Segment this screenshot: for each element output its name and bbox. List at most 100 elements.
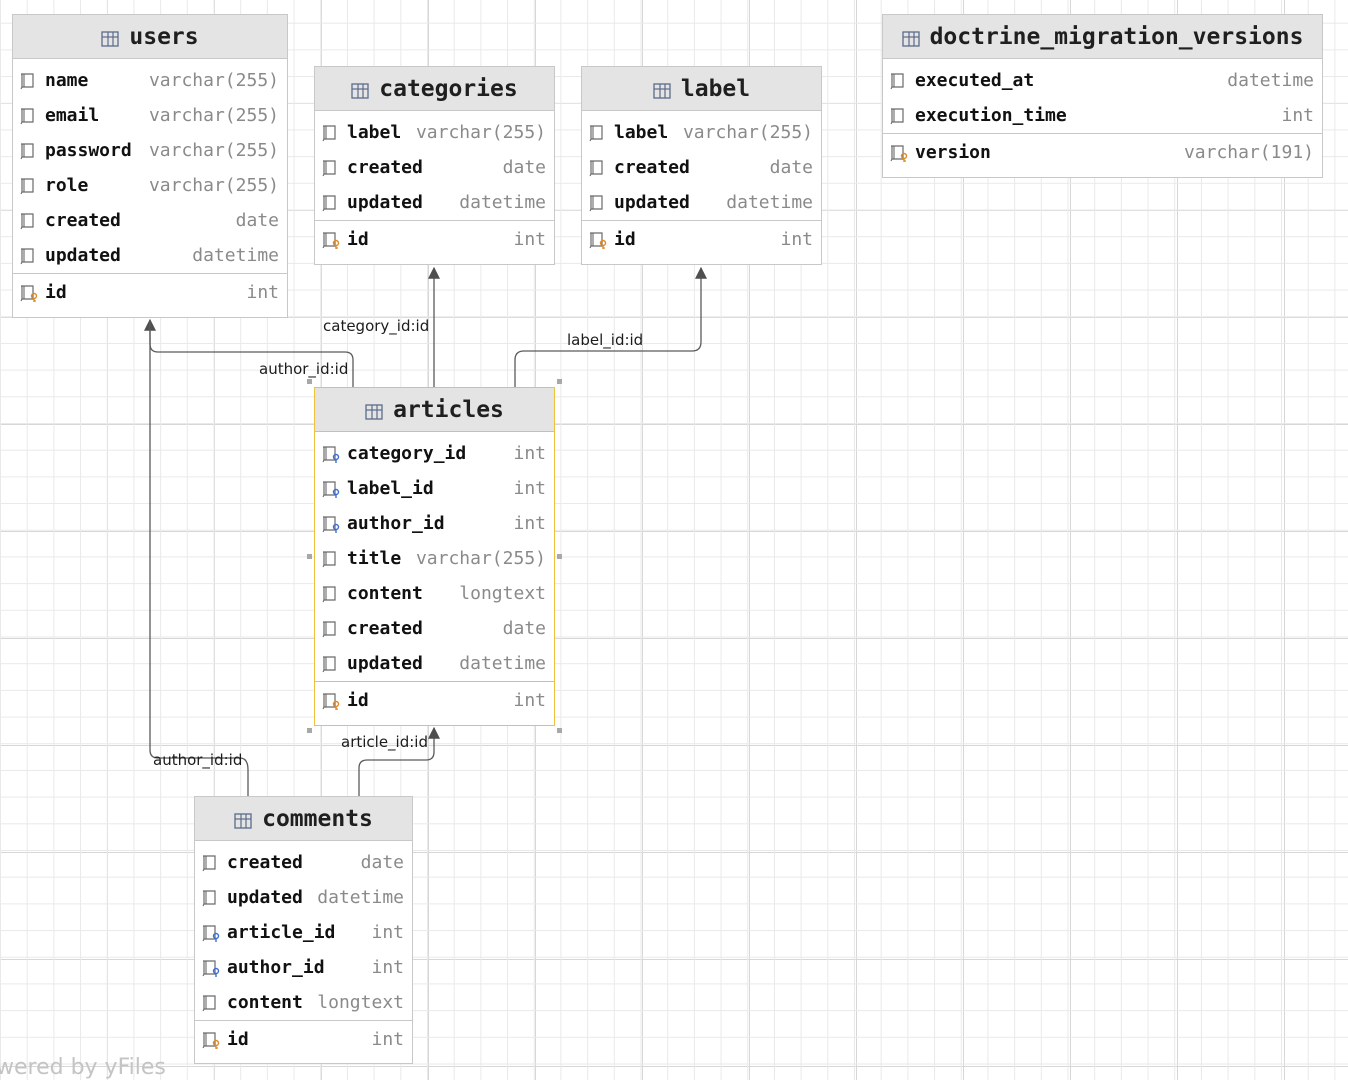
table-icon	[351, 80, 369, 99]
table-icon	[901, 28, 920, 47]
column-type: datetime	[459, 192, 546, 213]
column-type: longtext	[459, 583, 546, 604]
table-header[interactable]: users	[13, 15, 287, 59]
column-icon	[321, 584, 341, 604]
edge-comments-users[interactable]	[149, 320, 249, 796]
column-name: created	[614, 157, 690, 178]
column-name: updated	[347, 192, 423, 213]
column-type: int	[1281, 105, 1314, 126]
selection-handle[interactable]	[307, 554, 312, 559]
table-header[interactable]: categories	[315, 67, 554, 111]
table-name: categories	[379, 75, 518, 102]
selection-handle[interactable]	[307, 728, 312, 733]
column-type: datetime	[317, 887, 404, 908]
column-name: id	[614, 229, 636, 250]
column-type: int	[371, 957, 404, 978]
table-header[interactable]: articles	[315, 388, 554, 432]
column-name: id	[45, 282, 67, 303]
primary-key-row[interactable]: version varchar(191)	[883, 133, 1322, 171]
table-name: comments	[262, 805, 373, 832]
column-name: label	[347, 122, 402, 143]
column-icon	[321, 619, 341, 639]
primary-key-icon	[889, 143, 909, 163]
column-name: updated	[614, 192, 690, 213]
edge-label-category-id: category_id:id	[323, 317, 430, 335]
selection-handle[interactable]	[557, 554, 562, 559]
column-name: created	[45, 210, 121, 231]
column-type: varchar(255)	[415, 548, 546, 569]
column-type: int	[246, 282, 279, 303]
primary-key-row[interactable]: id int	[13, 273, 287, 311]
edge-label-label-id: label_id:id	[567, 331, 644, 349]
table-icon	[365, 401, 383, 420]
column-type: varchar(191)	[1183, 142, 1314, 163]
table-header[interactable]: label	[582, 67, 821, 111]
column-type: varchar(255)	[148, 105, 279, 126]
column-type: datetime	[459, 653, 546, 674]
watermark: wered by yFiles	[0, 1055, 166, 1080]
column-icon	[321, 193, 341, 213]
table-name: label	[680, 75, 751, 102]
primary-key-icon	[19, 283, 39, 303]
edge-articles-label[interactable]	[514, 266, 707, 387]
column-name: label	[614, 122, 669, 143]
column-type: int	[513, 690, 546, 711]
column-name: version	[915, 142, 991, 163]
column-name: created	[227, 852, 303, 873]
table-header[interactable]: comments	[195, 797, 412, 841]
primary-key-icon	[321, 691, 341, 711]
foreign-key-column-icon	[201, 923, 221, 943]
column-icon	[19, 71, 39, 91]
column-type: int	[513, 478, 546, 499]
selection-handle[interactable]	[557, 728, 562, 733]
column-type: int	[513, 229, 546, 250]
foreign-key-column-icon	[321, 444, 341, 464]
column-icon	[321, 654, 341, 674]
table-icon	[234, 810, 252, 829]
column-icon	[19, 106, 39, 126]
table-header[interactable]: doctrine_migration_versions	[883, 15, 1322, 59]
column-name: password	[45, 140, 132, 161]
selection-handle[interactable]	[557, 379, 562, 384]
column-type: int	[371, 922, 404, 943]
selection-handle[interactable]	[307, 379, 312, 384]
column-row[interactable]: updated datetime	[315, 185, 554, 220]
column-icon	[201, 853, 221, 873]
